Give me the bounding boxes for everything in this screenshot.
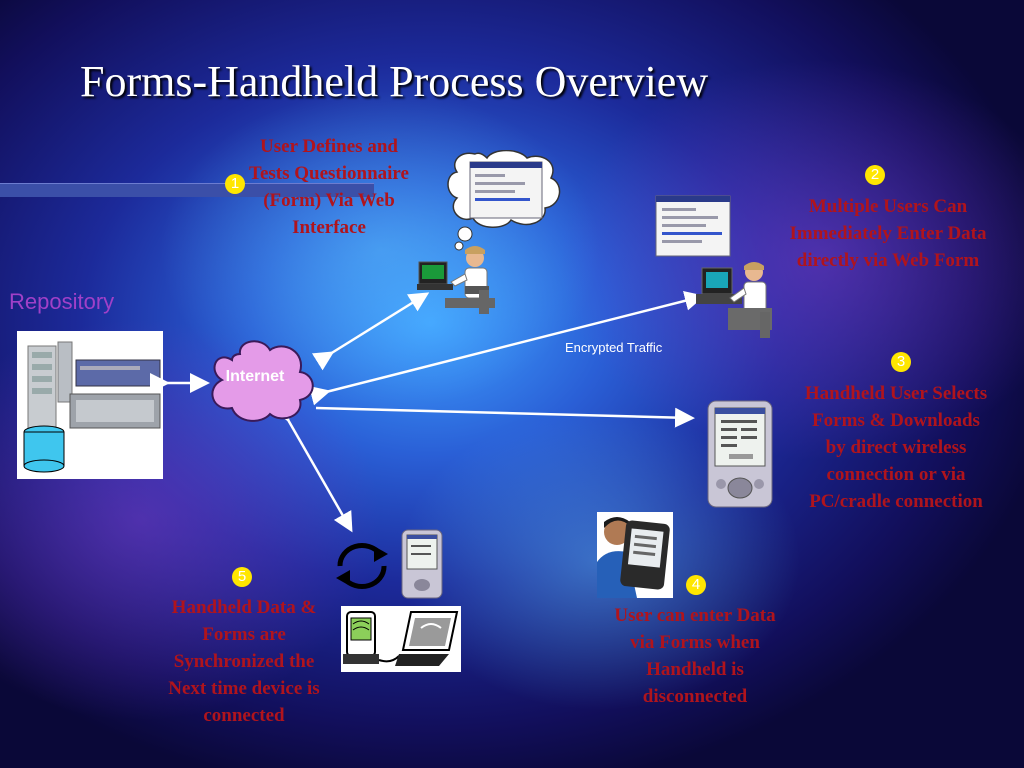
encrypted-traffic-label: Encrypted Traffic <box>565 340 663 355</box>
step-2-badge: 2 <box>865 165 885 185</box>
internet-label: Internet <box>225 368 285 385</box>
arrow-internet-sync <box>270 400 353 533</box>
repository-image <box>17 331 163 479</box>
sync-arrows-icon <box>336 543 388 589</box>
designer-computer-icon <box>417 150 561 314</box>
person-with-handheld-icon <box>597 512 673 598</box>
cradle-laptop-icon <box>341 606 461 672</box>
step-5-caption: Handheld Data & Forms are Synchronized t… <box>168 597 320 726</box>
sync-handheld-icon <box>401 529 443 599</box>
repository-label: Repository <box>9 289 115 314</box>
step-4-badge: 4 <box>686 575 706 595</box>
title-underline-bar <box>0 183 374 197</box>
arrow-internet-handheld <box>315 406 695 428</box>
handheld-device-icon <box>707 400 773 508</box>
step-3-badge: 3 <box>891 352 911 372</box>
step-3-caption: Handheld User Selects Forms & Downloads … <box>804 383 988 512</box>
step-5-badge: 5 <box>232 567 252 587</box>
internet-cloud <box>211 340 314 422</box>
arrow-internet-web-users <box>308 291 705 406</box>
step-1-caption: User Defines and Tests Questionnaire (Fo… <box>249 136 409 238</box>
step-4-caption: User can enter Data via Forms when Handh… <box>614 605 776 707</box>
arrow-internet-designer <box>311 292 430 371</box>
slide-title: Forms-Handheld Process Overview <box>80 57 709 106</box>
step-1-badge: 1 <box>225 174 245 194</box>
server-icon <box>23 341 161 473</box>
web-users-computer-icon <box>655 195 772 338</box>
step-2-caption: Multiple Users Can Immediately Enter Dat… <box>789 196 987 271</box>
